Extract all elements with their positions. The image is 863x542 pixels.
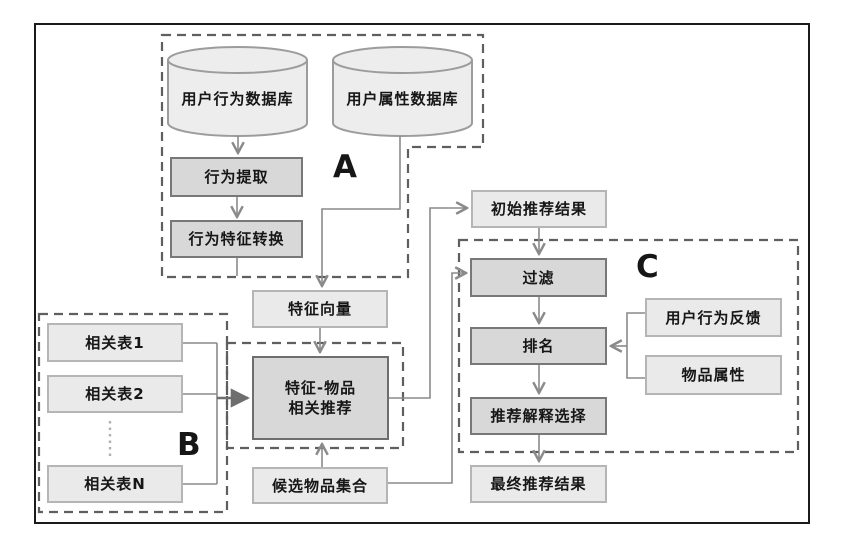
ranking-box: 排名 <box>470 327 607 365</box>
feature-item-rec-line2: 相关推荐 <box>288 399 353 417</box>
behavior-feature-transform-box: 行为特征转换 <box>170 220 303 258</box>
attribute-db-text: 用户属性数据库 <box>346 90 459 108</box>
dashed-regions <box>37 33 800 514</box>
section-c-border <box>457 238 800 454</box>
section-b-label: B <box>177 427 201 463</box>
behavior-db-text: 用户行为数据库 <box>181 90 294 108</box>
rel-table-1-box: 相关表1 <box>47 323 183 362</box>
edge-candidate-to-filter <box>388 273 466 484</box>
item-attributes-box: 物品属性 <box>645 355 782 395</box>
filter-box: 过滤 <box>470 258 607 297</box>
feature-vector-box: 特征向量 <box>252 290 388 328</box>
final-results-box: 最终推荐结果 <box>470 465 607 503</box>
feature-item-rec-line1: 特征-物品 <box>284 379 357 397</box>
behavior-db-cylinder <box>167 46 308 137</box>
edge-attributedb-to-featurevector <box>322 136 401 286</box>
edge-featureitem-to-initial <box>389 208 467 399</box>
attribute-db-cylinder <box>332 46 473 137</box>
feature-item-rec-box: 特征-物品 相关推荐 <box>252 356 389 440</box>
rel-table-n-box: 相关表N <box>47 465 183 503</box>
explanation-select-box: 推荐解释选择 <box>470 397 607 435</box>
section-a-border <box>160 33 485 279</box>
behavior-db-label: 用户行为数据库 <box>168 88 307 109</box>
feature-item-region-border <box>225 341 405 450</box>
connectors <box>108 136 645 485</box>
candidate-items-box: 候选物品集合 <box>252 467 388 504</box>
user-feedback-box: 用户行为反馈 <box>645 298 782 337</box>
database-cylinders <box>167 46 473 137</box>
section-b-border <box>37 312 229 514</box>
edge-feedback-bracket <box>626 312 645 379</box>
rel-table-2-box: 相关表2 <box>47 375 183 413</box>
initial-results-box: 初始推荐结果 <box>471 190 607 228</box>
behavior-extract-box: 行为提取 <box>170 157 303 197</box>
attribute-db-label: 用户属性数据库 <box>333 88 472 109</box>
section-a-label: A <box>333 149 357 185</box>
section-c-label: C <box>636 249 659 285</box>
